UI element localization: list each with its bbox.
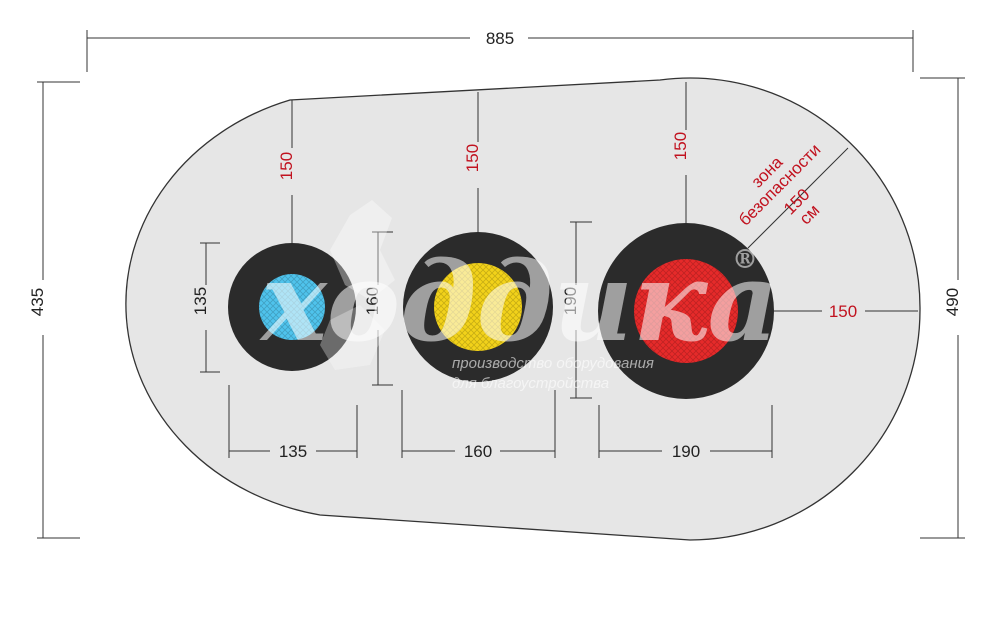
small-circle-element <box>228 243 356 371</box>
small-circle-horizontal-dimension <box>228 385 358 458</box>
large-circle-horizontal-dimension <box>598 405 773 458</box>
right-clearance-label: 150 <box>829 302 857 321</box>
medium-circle-horizontal-dimension <box>401 390 556 458</box>
overall-width-dimension <box>86 30 914 72</box>
large-circle-horizontal-label: 190 <box>672 442 700 461</box>
medium-circle-top-clearance-label: 150 <box>463 144 482 172</box>
svg-text:®: ® <box>732 245 758 275</box>
svg-text:производство оборудования: производство оборудования <box>452 355 654 372</box>
left-height-label: 435 <box>28 288 47 316</box>
left-height-dimension <box>37 81 80 539</box>
overall-width-label: 885 <box>486 29 514 48</box>
right-height-dimension <box>920 77 965 539</box>
svg-text:ходдика: ходдика <box>259 237 779 366</box>
large-circle-vertical-dimension <box>570 221 592 399</box>
brand-watermark: ходдика ® производство оборудования для … <box>259 200 779 392</box>
small-circle-top-clearance-label: 150 <box>277 152 296 180</box>
medium-circle-horizontal-label: 160 <box>464 442 492 461</box>
medium-circle-element <box>403 232 553 382</box>
large-circle-element <box>598 223 774 399</box>
right-height-label: 490 <box>943 288 962 316</box>
safety-zone-diagonal <box>747 147 849 249</box>
svg-text:для благоустройства: для благоустройства <box>452 375 609 392</box>
small-circle-horizontal-label: 135 <box>279 442 307 461</box>
medium-circle-vertical-label: 160 <box>363 287 382 315</box>
large-circle-top-clearance-label: 150 <box>671 132 690 160</box>
large-circle-vertical-label: 190 <box>561 287 580 315</box>
small-circle-vertical-dimension <box>200 242 220 373</box>
small-circle-vertical-label: 135 <box>191 287 210 315</box>
medium-circle-vertical-dimension <box>372 231 393 386</box>
